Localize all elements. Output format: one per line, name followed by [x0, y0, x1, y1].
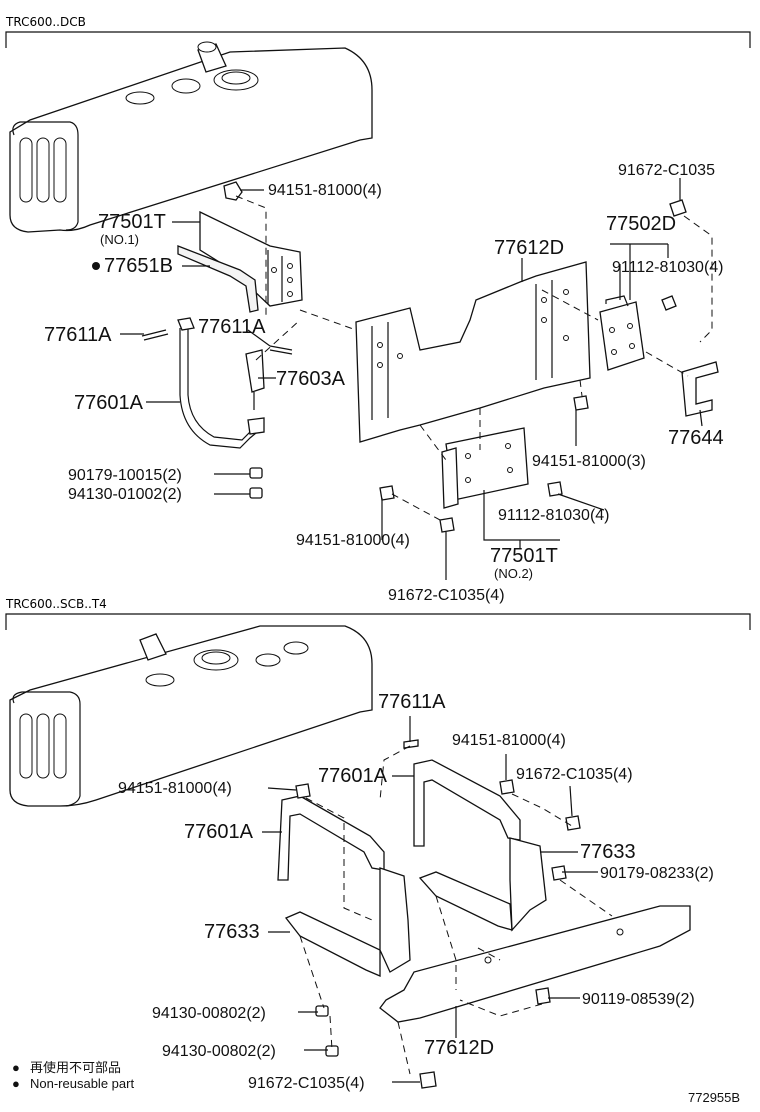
- section-header-dcb: TRC600..DCB: [5, 15, 86, 29]
- legend-line-2: Non-reusable part: [30, 1076, 134, 1091]
- fuel-tank-bottom: [9, 625, 373, 807]
- strap-77601a-top: [177, 317, 265, 449]
- part-label: 94151-81000(4): [296, 532, 410, 549]
- part-label: 91672-C1035(4): [388, 587, 505, 604]
- part-label: 77611A: [378, 691, 446, 713]
- part-label: 77611A: [198, 316, 266, 338]
- part-label: 77651B: [104, 255, 173, 277]
- strap-77601a-right: [413, 759, 521, 847]
- part-label: 90179-08233(2): [600, 865, 714, 882]
- part-label: 94130-00802(2): [152, 1005, 266, 1022]
- part-label: 94151-81000(4): [452, 732, 566, 749]
- part-label: 77644: [668, 427, 724, 449]
- part-label: 77601A: [74, 392, 144, 414]
- assembly-lines-top: [235, 195, 713, 521]
- leader-lines-top: [120, 178, 703, 580]
- bolt-77603a: [245, 349, 265, 410]
- assembly-lines-bottom: [299, 745, 613, 1075]
- part-label: 77502D: [606, 213, 676, 235]
- part-label: 77633: [204, 921, 260, 943]
- part-label: (NO.1): [100, 232, 139, 247]
- part-label: 94151-81000(3): [532, 453, 646, 470]
- section-headers: TRC600..DCB TRC600..SCB..T4: [5, 15, 107, 611]
- bracket-77633-right: [418, 837, 547, 932]
- section-frame-bottom: [5, 613, 751, 630]
- part-label: 94130-00802(2): [162, 1043, 276, 1060]
- section-header-scb: TRC600..SCB..T4: [5, 597, 107, 611]
- bolts-top: [379, 199, 687, 533]
- part-label: 91112-81030(4): [612, 259, 724, 276]
- part-label: 90179-10015(2): [68, 467, 182, 484]
- part-label: 90119-08539(2): [582, 991, 695, 1008]
- fuel-tank-top: [9, 41, 373, 233]
- part-label: 77601A: [318, 765, 388, 787]
- part-label: 91672-C1035(4): [516, 766, 633, 783]
- part-label: 94151-81000(4): [268, 182, 382, 199]
- bracket-77502d: [599, 295, 645, 371]
- labels-top: 94151-81000(4) 77501T (NO.1) 77651B 7761…: [44, 162, 724, 604]
- nut-90179: [249, 467, 263, 479]
- part-label: 91672-C1035: [618, 162, 715, 179]
- part-label: 77501T: [490, 545, 558, 567]
- part-label: 77601A: [184, 821, 254, 843]
- legend-bullet-2: ●: [12, 1076, 20, 1091]
- bracket-77501t-no1: [199, 210, 303, 307]
- cushion-77651b: [177, 245, 259, 313]
- stud-77611a-right: [269, 345, 293, 355]
- legend-bullet-1: ●: [12, 1060, 20, 1075]
- strap-77601a-left: [277, 795, 385, 881]
- diagram-id: 772955B: [688, 1090, 740, 1105]
- plate-77612d-bottom: [379, 905, 691, 1023]
- part-label: 94151-81000(4): [118, 780, 232, 797]
- section-frame-top: [5, 31, 751, 48]
- bracket-77633-left: [284, 867, 411, 977]
- bracket-77644: [681, 361, 719, 417]
- bracket-77501t-no2: [441, 427, 529, 509]
- nut-94151-top: [223, 181, 243, 201]
- part-label: 77611A: [44, 324, 112, 346]
- part-label: 91672-C1035(4): [248, 1075, 365, 1092]
- part-label: 77501T: [98, 211, 166, 233]
- labels-bottom: 77611A 94151-81000(4) 94151-81000(4) 776…: [118, 691, 714, 1092]
- part-label: 77633: [580, 841, 636, 863]
- bolts-bottom: [295, 739, 581, 1089]
- legend-line-1: 再使用不可部品: [30, 1060, 121, 1075]
- part-label: 77603A: [276, 368, 346, 390]
- plate-77612d: [355, 261, 591, 443]
- part-label: 77612D: [494, 237, 564, 259]
- part-label: 91112-81030(4): [498, 507, 610, 524]
- legend: ● 再使用不可部品 ● Non-reusable part: [12, 1060, 134, 1091]
- part-label: 77612D: [424, 1037, 494, 1059]
- non-reusable-dot: [92, 262, 100, 270]
- leader-lines-bottom: [262, 716, 598, 1083]
- nut-94130: [249, 487, 263, 499]
- stud-77611a-left: [141, 329, 169, 341]
- part-label: (NO.2): [494, 566, 533, 581]
- part-label: 94130-01002(2): [68, 486, 182, 503]
